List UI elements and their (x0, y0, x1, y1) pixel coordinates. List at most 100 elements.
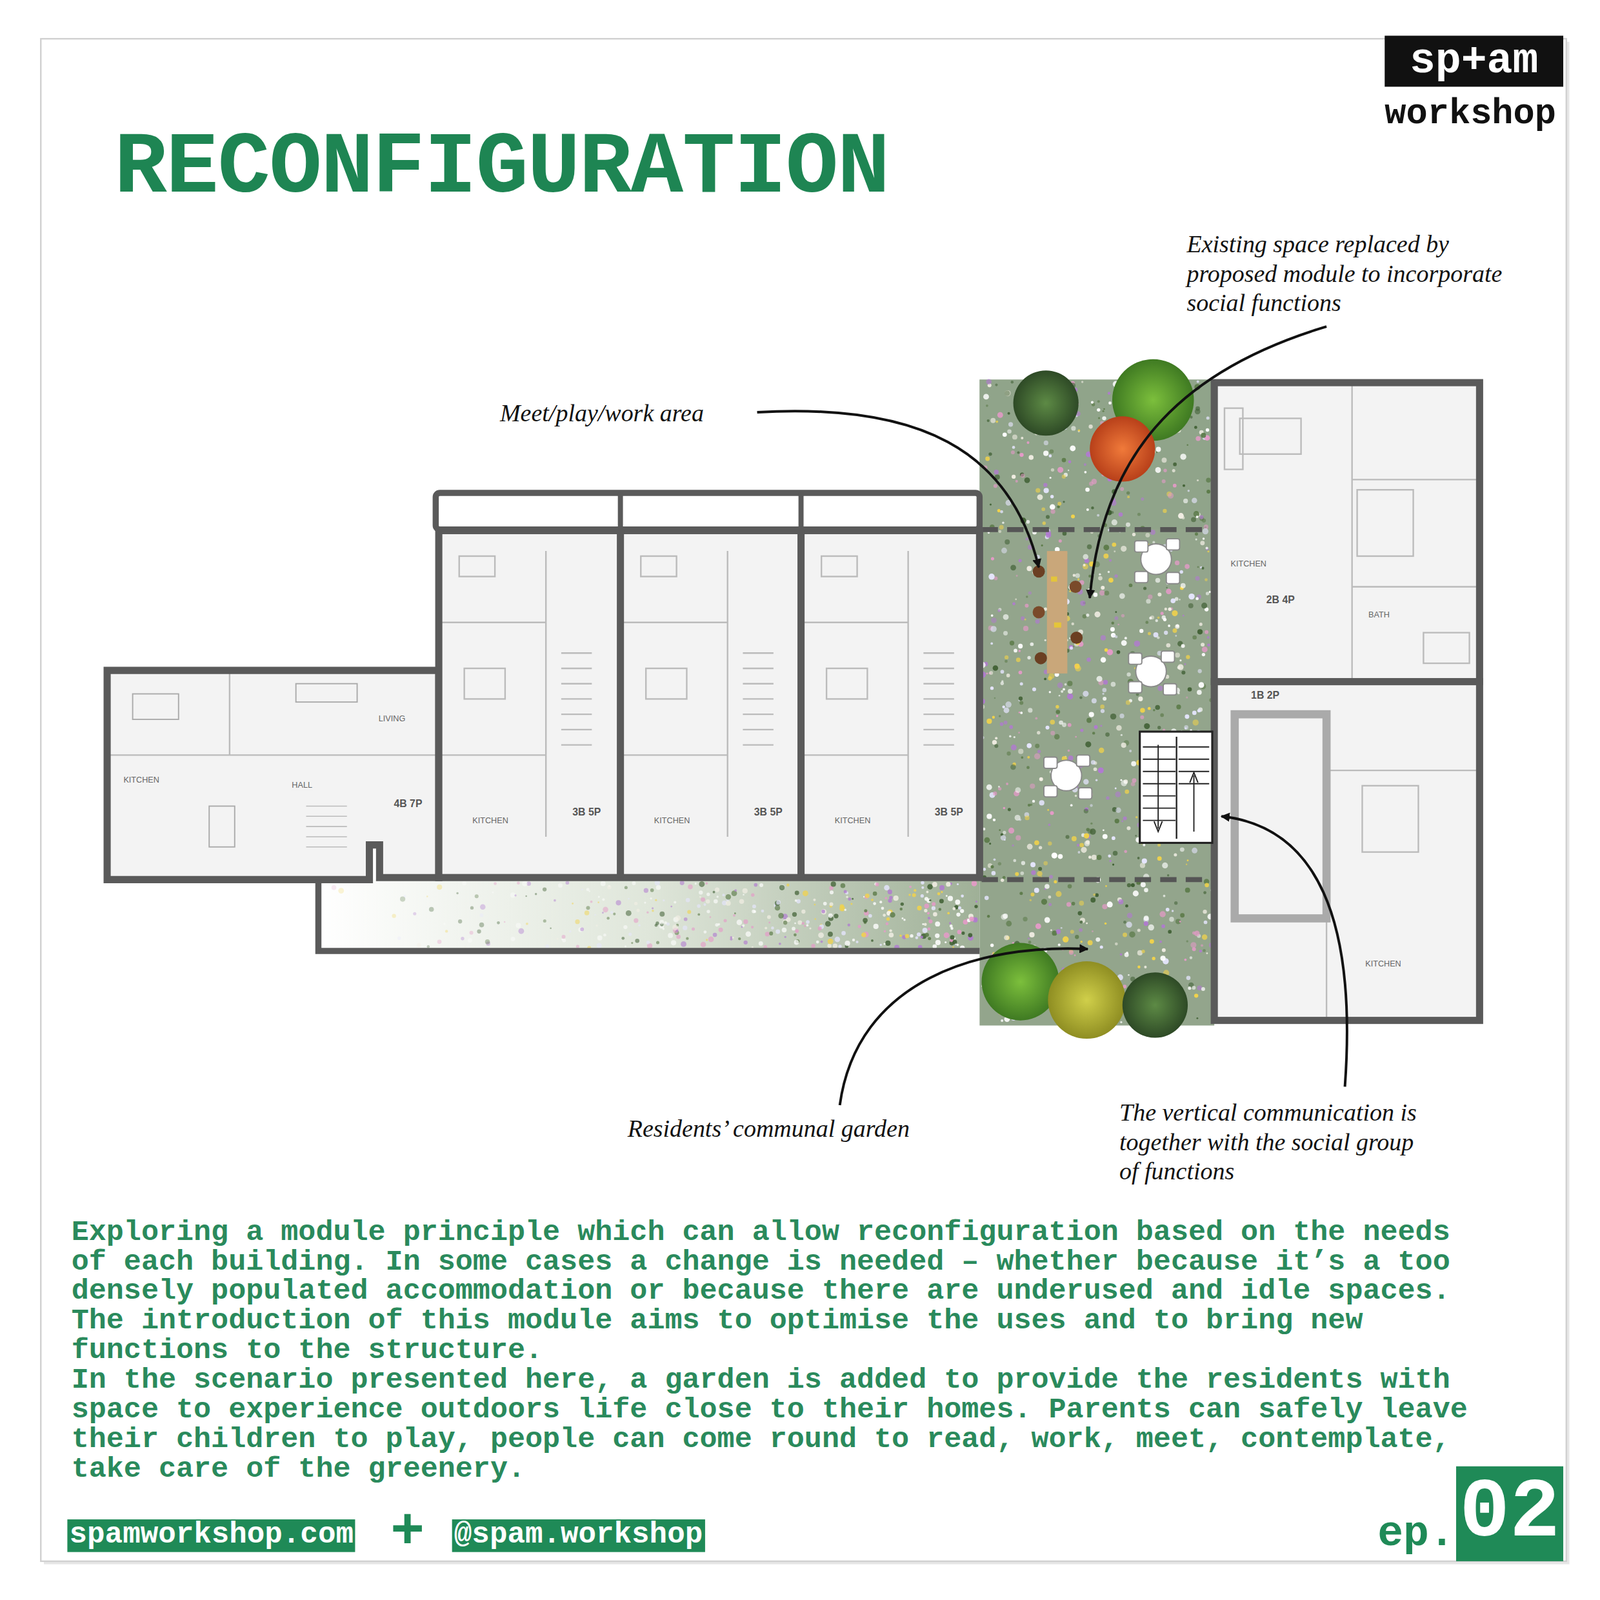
meet-table (1047, 550, 1068, 674)
meadow-flowers (1074, 954, 1077, 957)
stair-core (1140, 731, 1213, 843)
meadow-flowers (1004, 539, 1010, 545)
flat-4b7p (132, 694, 179, 720)
meadow-flowers (1120, 1021, 1122, 1024)
meadow-flowers (1019, 701, 1024, 706)
meadow (979, 379, 1215, 1026)
meadow-flowers (1089, 803, 1093, 807)
cafe-table (1043, 538, 1180, 799)
meadow-flowers (802, 890, 809, 897)
meadow-flowers (1035, 619, 1040, 624)
meadow-flowers (1160, 955, 1166, 961)
logo-mark: sp+am (1384, 35, 1564, 87)
meadow-flowers (1114, 818, 1120, 824)
meadow-flowers (1172, 462, 1177, 467)
meadow-flowers (925, 932, 930, 937)
meadow-flowers (1129, 749, 1132, 753)
meadow-flowers (990, 686, 994, 690)
meadow-flowers (984, 896, 990, 901)
meadow-flowers (331, 379, 1215, 1024)
meadow-flowers (521, 880, 528, 887)
meadow-flowers (1120, 952, 1123, 956)
meadow-flowers (569, 930, 571, 933)
meadow-flowers (623, 925, 628, 930)
meadow-flowers (1085, 487, 1090, 493)
meadow-flowers (887, 898, 892, 903)
meadow-flowers (1068, 460, 1072, 464)
meadow-flowers (1027, 803, 1031, 807)
meadow-flowers (1181, 670, 1186, 675)
meadow-flowers (927, 916, 931, 920)
meadow-flowers (1053, 880, 1057, 884)
meadow-flowers (1185, 887, 1191, 893)
flats-right (1357, 489, 1414, 557)
flats-right (1214, 382, 1480, 682)
meadow-flowers (950, 927, 953, 930)
meadow-flowers (1048, 902, 1052, 906)
meadow-flowers (1047, 823, 1051, 827)
meadow-flowers (705, 899, 711, 904)
meadow-flowers (1095, 937, 1100, 942)
meadow-flowers (1029, 932, 1035, 938)
meadow-flowers (920, 881, 924, 885)
trees (981, 359, 1195, 1039)
meadow-flowers (1002, 432, 1008, 437)
meadow-flowers (992, 818, 996, 822)
meadow-flowers (1143, 965, 1147, 969)
meadow-flowers (1122, 932, 1128, 938)
meadow-flowers (881, 906, 885, 910)
meadow-flowers (751, 946, 754, 949)
meadow-flowers (601, 898, 605, 901)
meadow-flowers (456, 892, 459, 895)
meadow-flowers (1186, 443, 1189, 446)
meadow-flowers (949, 921, 951, 924)
meadow-flowers (950, 934, 955, 940)
cafe-table (1163, 683, 1177, 695)
meadow-flowers (827, 931, 833, 937)
meadow-flowers (1098, 416, 1100, 419)
meadow-flowers (1072, 574, 1076, 577)
meadow-flowers (932, 912, 938, 917)
meadow-flowers (1003, 934, 1010, 940)
meadow-flowers (883, 942, 886, 945)
meadow-flowers (1087, 940, 1093, 946)
meadow-flowers (624, 885, 628, 890)
meadow-flowers (879, 900, 882, 904)
meadow-flowers (1097, 400, 1100, 403)
meadow-flowers (1194, 993, 1199, 998)
meadow-flowers (1016, 574, 1019, 577)
meadow-flowers (656, 885, 662, 891)
meadow-flowers (997, 509, 1001, 513)
meadow-flowers (931, 901, 936, 906)
garden-strip-wall (318, 879, 980, 951)
meadow-flowers (843, 908, 846, 911)
meadow-flowers (785, 917, 791, 922)
meadow-flowers (1024, 603, 1029, 608)
meadow-flowers (843, 890, 848, 894)
meadow-flowers (1069, 445, 1076, 452)
meadow-flowers (732, 914, 736, 917)
meadow-flowers (1183, 498, 1188, 504)
meadow-flowers (1027, 937, 1030, 940)
meadow-flowers (1126, 672, 1131, 677)
meadow-flowers (1080, 728, 1084, 732)
meadow-flowers (1154, 705, 1160, 711)
meadow-flowers (1137, 965, 1140, 969)
flats-right (1240, 418, 1302, 454)
meadow-flowers (992, 740, 997, 745)
meadow-flowers (1194, 930, 1200, 937)
meadow-flowers (1091, 478, 1098, 485)
meadow-flowers (1062, 500, 1065, 503)
meadow-flowers (1096, 676, 1102, 682)
meadow-flowers (1187, 687, 1193, 692)
flat-4b7p (107, 754, 439, 756)
meadow-flowers (561, 938, 564, 941)
meadow-flowers (1132, 890, 1139, 897)
meadow-flowers (1115, 807, 1122, 814)
meadow-flowers (944, 941, 947, 944)
meadow-flowers (1015, 480, 1019, 483)
flat-4b7p (305, 805, 347, 847)
meadow-flowers (1100, 704, 1105, 710)
meadow-flowers (1201, 646, 1208, 653)
meadow-flowers (1195, 597, 1199, 601)
